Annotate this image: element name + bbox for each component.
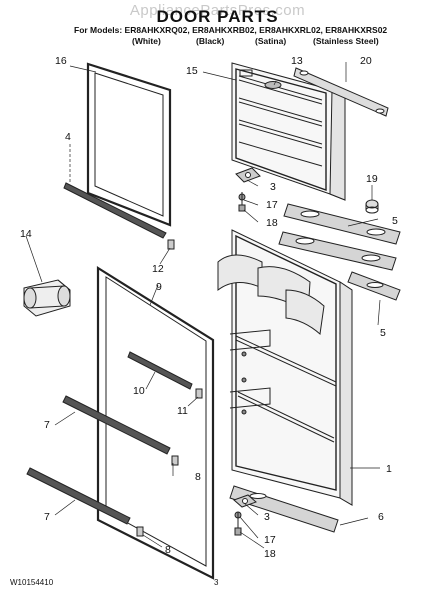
callout-17-lower: 17	[264, 534, 276, 546]
door-shelf-bar-7-lower	[26, 467, 131, 525]
door-bumper	[365, 199, 379, 214]
finish-stainless-steel: (Stainless Steel)	[313, 36, 379, 46]
dairy-compartment	[23, 279, 71, 317]
shelf-retainer-clip-8-lower	[136, 526, 144, 537]
door-shelf-rail-middle	[278, 231, 397, 271]
callout-14: 14	[20, 228, 32, 240]
callout-15: 15	[186, 65, 198, 77]
freezer-door	[231, 62, 346, 201]
door-shelf-rail-upper	[283, 203, 401, 245]
lower-hinge-assembly	[233, 494, 257, 536]
finish-satina: (Satina)	[255, 36, 287, 46]
callout-17-upper: 17	[266, 199, 278, 211]
freezer-door-shelf-bar	[63, 182, 167, 239]
callout-7-upper: 7	[44, 419, 50, 431]
page-number: 3	[214, 578, 219, 587]
models-line: For Models: ER8AHKXRQ02, ER8AHKXRB02, ER…	[74, 25, 388, 35]
callout-8-lower: 8	[165, 544, 171, 556]
fresh-food-door	[217, 229, 353, 506]
door-shelf-bar-7-upper	[62, 395, 171, 455]
callout-13: 13	[291, 55, 303, 67]
callout-19: 19	[366, 173, 378, 185]
callout-6: 6	[378, 511, 384, 523]
door-bottom-trim	[229, 485, 339, 533]
callout-20: 20	[360, 55, 372, 67]
callout-5-lower: 5	[380, 327, 386, 339]
freezer-handle-trim	[293, 67, 389, 117]
callout-18-lower: 18	[264, 548, 276, 560]
door-shelf-rail-lower	[347, 271, 401, 301]
hinge-cap	[264, 81, 282, 89]
shelf-retainer-clip-8-upper	[171, 455, 179, 466]
shelf-retainer-clip-11	[195, 388, 203, 399]
callout-16: 16	[55, 55, 67, 67]
callout-7-lower: 7	[44, 511, 50, 523]
finish-black: (Black)	[196, 36, 225, 46]
callout-10: 10	[133, 385, 145, 397]
callout-1: 1	[386, 463, 392, 475]
callout-3-upper: 3	[270, 181, 276, 193]
shelf-retainer-clip-12	[167, 239, 175, 250]
callout-4: 4	[65, 131, 71, 143]
upper-hinge-assembly	[235, 167, 261, 212]
watermark: AppliancePartsPros.com	[129, 2, 306, 19]
callout-11: 11	[177, 405, 188, 417]
leader-lines	[25, 62, 381, 549]
fresh-food-door-gasket	[96, 266, 215, 580]
finish-white: (White)	[132, 36, 161, 46]
callout-18-upper: 18	[266, 217, 278, 229]
door-shelf-bar-10	[127, 351, 193, 390]
callout-5-upper: 5	[392, 215, 398, 227]
callout-8-upper: 8	[195, 471, 201, 483]
page-title: DOOR PARTS	[156, 7, 279, 26]
document-number: W10154410	[10, 578, 54, 587]
callout-9: 9	[156, 281, 162, 293]
freezer-door-gasket	[86, 62, 172, 227]
callout-12: 12	[152, 263, 164, 275]
callout-3-lower: 3	[264, 511, 270, 523]
